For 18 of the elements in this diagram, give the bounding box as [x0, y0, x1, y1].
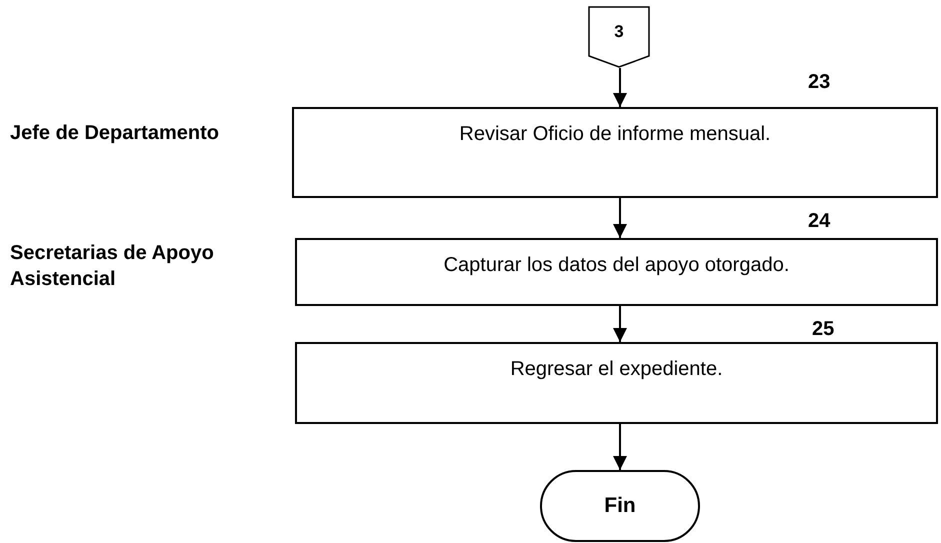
- step-text: Fin: [604, 494, 636, 518]
- step-number: 23: [808, 71, 830, 94]
- arrow: [613, 424, 627, 470]
- offpage-connector: [588, 6, 650, 68]
- step-text: Capturar los datos del apoyo otorgado.: [444, 254, 790, 277]
- step-text: Revisar Oficio de informe mensual.: [459, 123, 771, 146]
- process-box: [295, 342, 938, 424]
- step-text: Regresar el expediente.: [510, 358, 723, 381]
- step-number: 24: [808, 210, 830, 233]
- role-label: Jefe de Departamento: [10, 121, 220, 146]
- role-label: Secretarias de Apoyo Asistencial: [10, 241, 215, 292]
- arrow: [613, 198, 627, 238]
- arrow: [613, 68, 627, 107]
- arrow: [613, 306, 627, 342]
- process-box: [292, 107, 938, 198]
- step-number: 25: [812, 318, 834, 341]
- step-text: 3: [614, 22, 624, 43]
- process-box: [295, 238, 938, 306]
